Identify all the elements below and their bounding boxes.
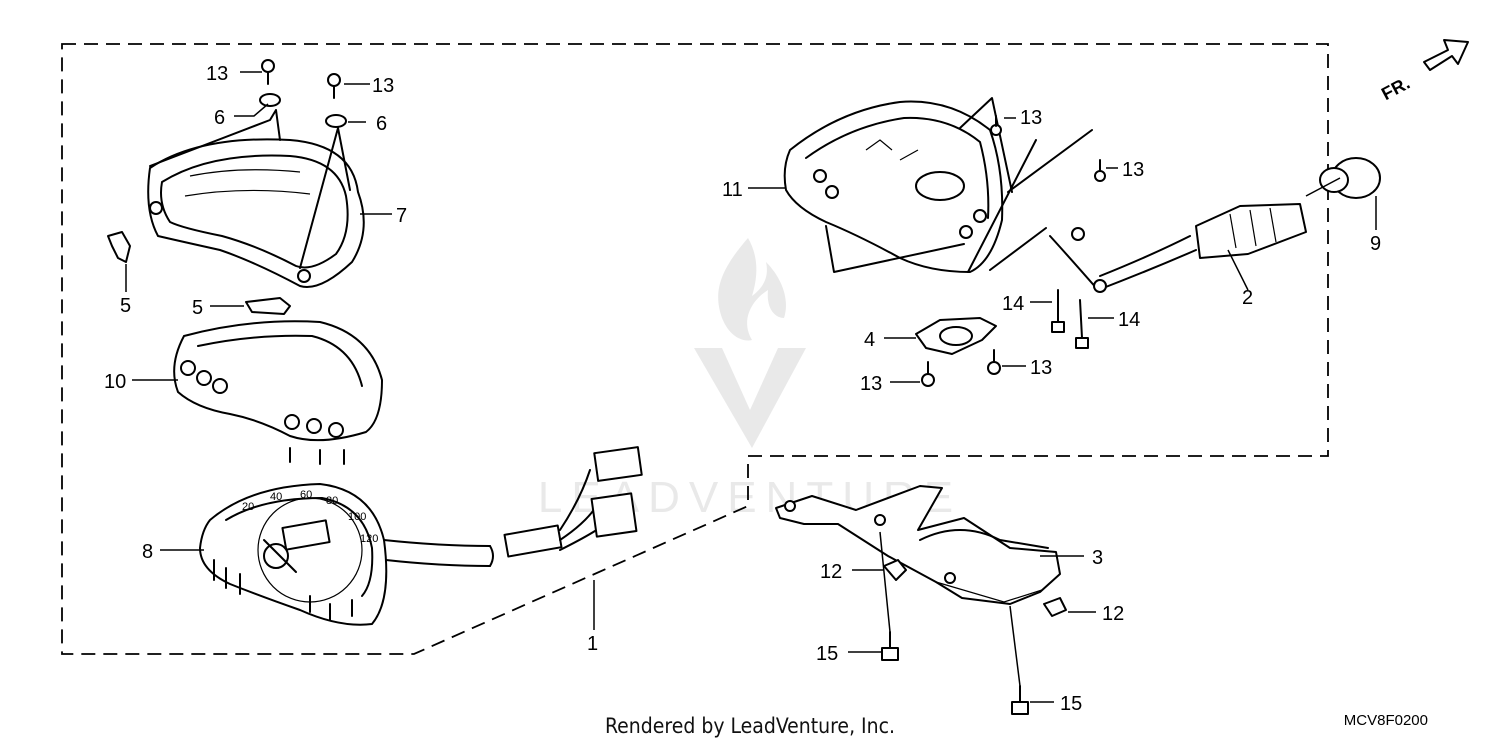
leader-11-bracket bbox=[825, 225, 965, 273]
bolt-15-left bbox=[881, 631, 899, 661]
front-direction-indicator: FR. bbox=[1378, 39, 1469, 104]
callout-7: 7 bbox=[396, 205, 407, 227]
washer-6-right bbox=[325, 114, 347, 128]
nut-12-right bbox=[1043, 597, 1067, 617]
svg-text:100: 100 bbox=[348, 511, 366, 523]
callout-5: 5 bbox=[120, 295, 131, 317]
screw-13-lower-case-a bbox=[990, 115, 1002, 136]
washer-6-left bbox=[259, 93, 281, 107]
cable-2 bbox=[1049, 203, 1307, 293]
bolt-14-right bbox=[1075, 299, 1089, 349]
leader-14-bracket bbox=[989, 227, 1047, 271]
callout-15: 15 bbox=[816, 643, 838, 665]
callout-12: 12 bbox=[1102, 603, 1124, 625]
callout-13: 13 bbox=[206, 63, 228, 85]
callout-1: 1 bbox=[587, 633, 598, 655]
nut-12-left bbox=[883, 559, 907, 581]
callout-4: 4 bbox=[864, 329, 875, 351]
svg-text:80: 80 bbox=[326, 495, 338, 507]
callout-15: 15 bbox=[1060, 693, 1082, 715]
grommet-9 bbox=[1319, 157, 1381, 199]
meter-lower-case-11 bbox=[783, 100, 1004, 273]
callout-9: 9 bbox=[1370, 233, 1381, 255]
callout-10: 10 bbox=[104, 371, 126, 393]
plate-4 bbox=[915, 317, 997, 355]
callout-3: 3 bbox=[1092, 547, 1103, 569]
clip-5-left bbox=[107, 231, 131, 263]
leader-13-bracket-b bbox=[967, 129, 1093, 273]
meter-upper-case bbox=[147, 138, 365, 288]
callout-11: 11 bbox=[722, 179, 743, 201]
speedometer-8: 20 40 60 80 100 120 bbox=[199, 483, 388, 626]
callout-6: 6 bbox=[376, 113, 387, 135]
clip-5-center bbox=[245, 297, 291, 315]
svg-text:120: 120 bbox=[360, 533, 378, 545]
callout-13: 13 bbox=[372, 75, 394, 97]
connector-bottom bbox=[590, 492, 638, 538]
callout-numbers: 13 13 6 6 7 5 5 10 8 1 11 13 13 9 2 14 1… bbox=[104, 63, 1381, 715]
screw-13-lower-case-b bbox=[1094, 159, 1106, 182]
wire-harness-1 bbox=[383, 446, 643, 567]
screw-13-plate-right bbox=[987, 349, 1001, 375]
leader-13-bracket-a bbox=[959, 97, 1013, 193]
bolt-14-left bbox=[1051, 289, 1065, 333]
callout-13: 13 bbox=[1030, 357, 1052, 379]
callout-5: 5 bbox=[192, 297, 203, 319]
callout-14: 14 bbox=[1118, 309, 1140, 331]
connector-top bbox=[593, 446, 643, 482]
screw-13-plate-left bbox=[921, 361, 935, 387]
render-credit: Rendered by LeadVenture, Inc. bbox=[605, 714, 895, 738]
direction-label: FR. bbox=[1378, 73, 1413, 104]
leader-lines bbox=[125, 71, 1377, 703]
callout-2: 2 bbox=[1242, 287, 1253, 309]
callout-12: 12 bbox=[820, 561, 842, 583]
bolt-15-right bbox=[1011, 685, 1029, 715]
bracket-3 bbox=[775, 485, 1061, 605]
screw-13-top-right bbox=[327, 73, 341, 99]
callout-14: 14 bbox=[1002, 293, 1024, 315]
callout-8: 8 bbox=[142, 541, 153, 563]
callout-13: 13 bbox=[1122, 159, 1144, 181]
callout-13: 13 bbox=[1020, 107, 1042, 129]
diagram-code: MCV8F0200 bbox=[1343, 712, 1428, 729]
direction-arrow-icon bbox=[1423, 39, 1469, 71]
screw-13-top-left bbox=[261, 59, 275, 85]
svg-text:40: 40 bbox=[270, 491, 282, 503]
svg-text:20: 20 bbox=[242, 501, 254, 513]
meter-panel-10 bbox=[173, 320, 383, 465]
callout-13: 13 bbox=[860, 373, 882, 395]
flame-logo-icon bbox=[718, 238, 786, 341]
svg-text:60: 60 bbox=[300, 489, 312, 501]
callout-6: 6 bbox=[214, 107, 225, 129]
v-logo-icon bbox=[694, 348, 806, 448]
